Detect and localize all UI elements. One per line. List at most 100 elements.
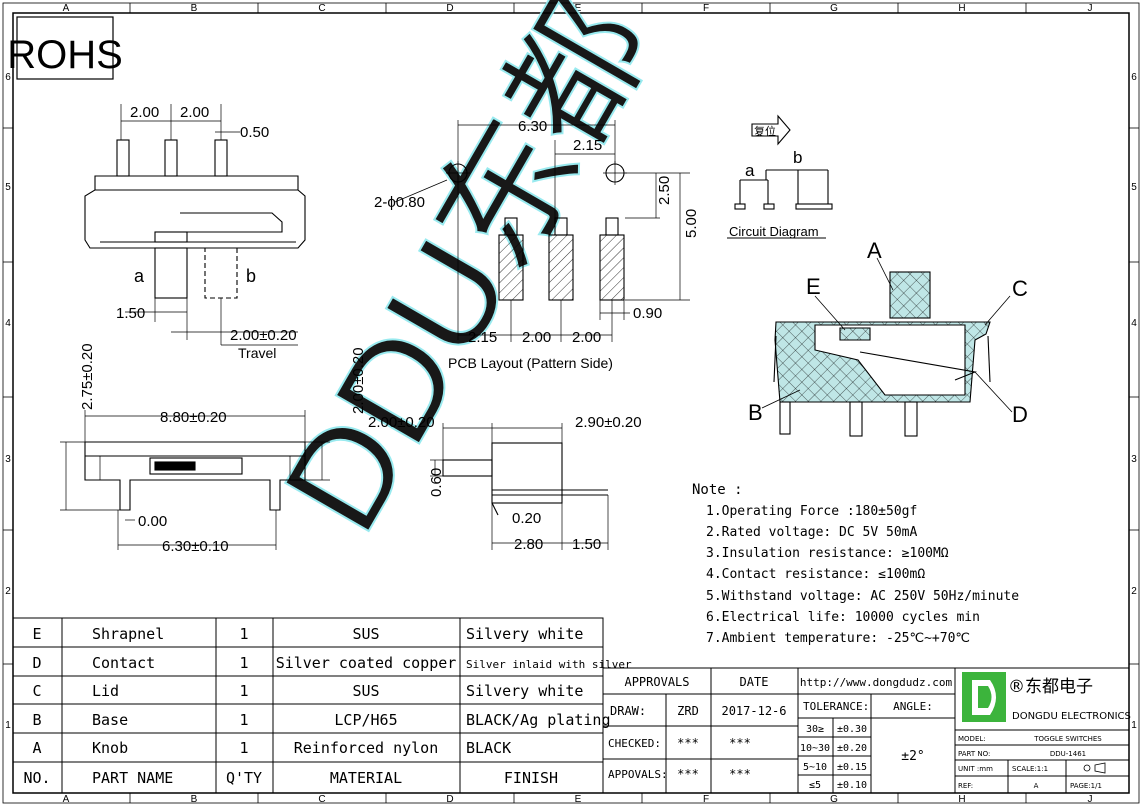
- tolerance-table: [797, 667, 956, 794]
- pcb-layout-labels: 6.30 2.15 2-ϕ0.80 2.50 5.00 2.15 2.00 2.…: [374, 118, 700, 371]
- section-callouts: A B C D E: [748, 238, 1028, 427]
- section-view: [761, 257, 1013, 437]
- ref-value: A: [1034, 782, 1039, 790]
- dim-side-body: 2.90±0.20: [575, 414, 642, 431]
- circuit-labels: 复位 a b Circuit Diagram: [729, 124, 819, 239]
- tol-range-2: 10~30: [800, 743, 830, 754]
- row-marker-3: 3: [1131, 454, 1137, 465]
- callout-d: D: [1012, 402, 1028, 427]
- column-marker-C: C: [318, 794, 325, 805]
- column-marker-D: D: [446, 794, 453, 805]
- date-header: DATE: [740, 675, 769, 689]
- pcb-layout-title: PCB Layout (Pattern Side): [448, 355, 613, 371]
- bom-cell-3-1: Base: [92, 711, 128, 729]
- bom-cell-1-3: Silver coated copper: [276, 654, 457, 672]
- bom-cell-1-1: Contact: [92, 654, 155, 672]
- bom-cell-2-0: C: [32, 682, 41, 700]
- note-4: 4.Contact resistance: ≤100mΩ: [706, 567, 925, 582]
- front-view-labels: 2.75±0.20 8.80±0.20 2.00±0.20 0.00 6.30±…: [79, 343, 367, 555]
- note-3: 3.Insulation resistance: ≥100MΩ: [706, 546, 949, 561]
- circuit-b: b: [793, 148, 802, 167]
- label-travel: Travel: [238, 345, 276, 361]
- side-view-labels: 2.00±0.20 2.90±0.20 0.60 0.20 2.80 1.50: [368, 414, 642, 553]
- tol-range-3: 5~10: [803, 762, 827, 773]
- draw-date: 2017-12-6: [721, 704, 786, 718]
- bom-cell-0-0: E: [32, 625, 41, 643]
- appovals-name: ***: [677, 767, 699, 781]
- callout-c: C: [1012, 276, 1028, 301]
- bom-cell-4-2: 1: [239, 739, 248, 757]
- company-name-en: DONGDU ELECTRONICS: [1012, 711, 1131, 722]
- dim-pcb-hole: 2-ϕ0.80: [374, 194, 425, 211]
- callout-b: B: [748, 400, 763, 425]
- company-logo: [962, 672, 1006, 722]
- row-marker-5: 5: [5, 182, 11, 193]
- circuit-title: Circuit Diagram: [729, 224, 819, 239]
- dim-top-pin-width: 0.50: [240, 124, 269, 141]
- dim-side-2-80: 2.80: [514, 536, 543, 553]
- approvals-header: APPROVALS: [624, 675, 689, 689]
- dim-pcb-5-00: 5.00: [683, 209, 700, 238]
- model-label: MODEL:: [958, 735, 986, 743]
- bom-cell-0-1: Shrapnel: [92, 625, 164, 643]
- approvals-text: APPROVALS DATE DRAW: ZRD 2017-12-6 CHECK…: [608, 675, 787, 781]
- dim-pcb-2-00-a: 2.00: [522, 329, 551, 346]
- draw-name: ZRD: [677, 704, 699, 718]
- column-marker-G: G: [830, 3, 838, 14]
- bom-table: [12, 617, 604, 794]
- checked-date: ***: [729, 736, 751, 750]
- tol-value-4: ±0.10: [837, 780, 867, 791]
- tol-range-4: ≤5: [809, 780, 821, 791]
- dim-top-pitch-right: 2.00: [180, 104, 209, 121]
- dim-pcb-0-90: 0.90: [633, 305, 662, 322]
- note-7: 7.Ambient temperature: -25℃~+70℃: [706, 631, 970, 646]
- bom-cell-0-2: 1: [239, 625, 248, 643]
- row-marker-1: 1: [5, 720, 11, 731]
- model-value: TOGGLE SWITCHES: [1033, 735, 1102, 743]
- callout-e: E: [806, 274, 821, 299]
- part-no-value: DDU-1461: [1050, 750, 1086, 758]
- row-marker-6: 6: [1131, 72, 1137, 83]
- bom-cell-2-4: Silvery white: [466, 682, 583, 700]
- column-marker-G: G: [830, 794, 838, 805]
- bom-cell-2-1: Lid: [92, 682, 119, 700]
- row-marker-4: 4: [1131, 318, 1137, 329]
- label-position-b: b: [246, 266, 256, 286]
- dim-top-pitch-left: 2.00: [130, 104, 159, 121]
- page-label: PAGE:1/1: [1070, 782, 1102, 790]
- dim-side-1-50: 1.50: [572, 536, 601, 553]
- notes-title: Note :: [692, 482, 743, 498]
- dim-top-knob: 1.50: [116, 305, 145, 322]
- rohs-mark: ROHS: [7, 16, 123, 80]
- note-5: 5.Withstand voltage: AC 250V 50Hz/minute: [706, 589, 1019, 604]
- bom-cell-3-2: 1: [239, 711, 248, 729]
- dim-pcb-2-00-b: 2.00: [572, 329, 601, 346]
- angle-value: ±2°: [901, 749, 924, 764]
- column-marker-J: J: [1088, 794, 1093, 805]
- tol-value-2: ±0.20: [837, 743, 867, 754]
- ref-label: REF:: [958, 782, 973, 790]
- tolerance-text: http://www.dongdudz.com TOLERANCE: ANGLE…: [800, 676, 953, 791]
- column-marker-B: B: [191, 794, 198, 805]
- rohs-label: ROHS: [7, 33, 123, 77]
- dim-front-pin-span: 6.30±0.10: [162, 538, 229, 555]
- column-marker-C: C: [318, 3, 325, 14]
- circuit-diagram: [727, 114, 833, 239]
- callout-a: A: [867, 238, 882, 263]
- circuit-a: a: [745, 161, 755, 180]
- bom-cell-1-4: Silver inlaid with silver: [466, 658, 632, 671]
- column-marker-H: H: [958, 794, 965, 805]
- row-marker-2: 2: [5, 586, 11, 597]
- dim-side-0-20: 0.20: [512, 510, 541, 527]
- column-marker-D: D: [446, 3, 453, 14]
- dim-top-travel: 2.00±0.20: [230, 327, 297, 344]
- bom-cell-3-4: BLACK/Ag plating: [466, 711, 611, 729]
- top-view-labels: 2.00 2.00 0.50 1.50 2.00±0.20 a b Travel: [116, 104, 297, 361]
- tol-value-1: ±0.30: [837, 724, 867, 735]
- column-marker-F: F: [703, 794, 709, 805]
- appovals-date: ***: [729, 767, 751, 781]
